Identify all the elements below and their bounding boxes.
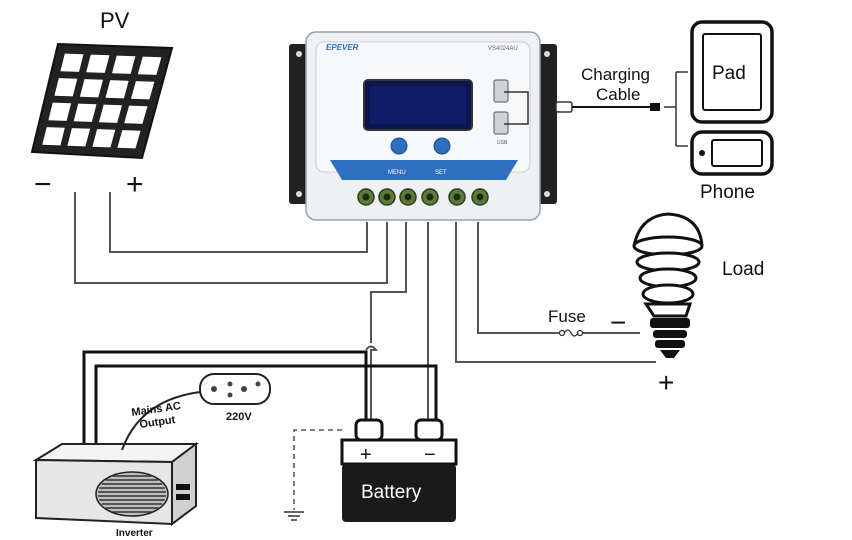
- fuse: Fuse: [548, 307, 586, 337]
- charge-controller: EPEVER VS4024AU MENU SET USB: [289, 31, 557, 221]
- phone-label: Phone: [700, 182, 755, 203]
- battery-terminal-negative: [414, 418, 444, 442]
- charging-cable: Charging Cable: [504, 65, 688, 147]
- set-button-label: SET: [435, 170, 447, 176]
- solar-panel: PV − +: [30, 8, 174, 201]
- set-button: [433, 137, 451, 155]
- bulb-coil: [641, 283, 695, 305]
- battery-minus-label: −: [424, 444, 436, 466]
- solar-cell: [117, 130, 141, 149]
- phone-device: Phone: [690, 130, 774, 203]
- controller-blue-band: [330, 160, 518, 180]
- load-minus-label: −: [610, 307, 626, 338]
- fuse-icon: [563, 329, 579, 337]
- battery-plus-label: +: [360, 444, 372, 466]
- solar-cell: [79, 79, 103, 98]
- usb-label: USB: [497, 140, 508, 146]
- fuse-label: Fuse: [548, 307, 586, 326]
- solar-cell: [124, 105, 148, 124]
- menu-button: [390, 137, 408, 155]
- battery: + − Battery: [340, 418, 458, 522]
- solar-cell: [92, 129, 116, 148]
- solar-panel-cells: [42, 53, 162, 149]
- usb-plug: [555, 101, 573, 113]
- controller-bracket-right: [537, 44, 557, 204]
- inverter-grille: [95, 471, 169, 517]
- controller-brand: EPEVER: [326, 43, 359, 52]
- bulb-coils: [632, 212, 704, 318]
- inverter-label: Inverter: [116, 528, 153, 539]
- socket-body: [199, 373, 271, 405]
- wire-load-negative: [477, 222, 560, 334]
- usb-connector-bracket: [504, 91, 529, 125]
- ground-icon: [284, 511, 304, 521]
- controller-bracket-left: [289, 44, 309, 204]
- pad-device: Pad: [690, 20, 774, 124]
- pv-label: PV: [100, 8, 130, 33]
- solar-cell: [67, 128, 91, 147]
- controller-terminals: [357, 188, 489, 206]
- cable-branch: [664, 71, 688, 147]
- wire-inverter-negative: [94, 364, 438, 452]
- socket-cable: [121, 391, 201, 451]
- solar-cell: [112, 55, 136, 74]
- inverter: Inverter: [32, 442, 199, 539]
- solar-cell: [105, 80, 129, 99]
- pv-minus-label: −: [34, 168, 52, 201]
- solar-cell: [98, 104, 122, 123]
- battery-label: Battery: [361, 482, 422, 503]
- solar-cell: [86, 54, 110, 73]
- socket-voltage-label: 220V: [226, 411, 252, 423]
- solar-cell: [54, 78, 78, 97]
- wire-inverter-positive: [82, 350, 368, 452]
- wire-battery-positive: [365, 222, 407, 420]
- load-label: Load: [722, 259, 764, 280]
- usb-port-2: [493, 111, 509, 135]
- solar-cell: [42, 127, 65, 146]
- wire-pv-negative: [74, 192, 388, 284]
- battery-top: [340, 438, 458, 466]
- wire-pv-positive: [109, 192, 368, 253]
- solar-panel-frame: [30, 42, 174, 160]
- battery-body: [342, 464, 456, 522]
- bulb-base: [650, 318, 690, 328]
- solar-cell: [137, 56, 162, 75]
- solar-cell: [60, 53, 84, 72]
- solar-cell: [73, 103, 97, 122]
- ground-wire: [293, 429, 342, 510]
- load-bulb: Load − +: [610, 212, 764, 398]
- mains-socket: 220V Mains AC Output: [121, 373, 271, 451]
- battery-terminal-positive: [354, 418, 384, 442]
- charging-cable-label-line2: Cable: [596, 85, 640, 104]
- wire-load-positive: [455, 222, 656, 363]
- inverter-top: [32, 443, 199, 464]
- solar-cell: [48, 102, 72, 121]
- pad-label: Pad: [712, 63, 746, 84]
- charging-cable-label-line1: Charging: [581, 65, 650, 84]
- pv-plus-label: +: [126, 168, 144, 201]
- solar-cell: [131, 81, 155, 100]
- wiring: [74, 192, 656, 521]
- load-plus-label: +: [658, 367, 674, 398]
- usb-port-1: [493, 79, 509, 103]
- menu-button-label: MENU: [388, 170, 406, 176]
- controller-model: VS4024AU: [488, 46, 518, 52]
- mains-ac-label-line2: Output: [139, 414, 177, 431]
